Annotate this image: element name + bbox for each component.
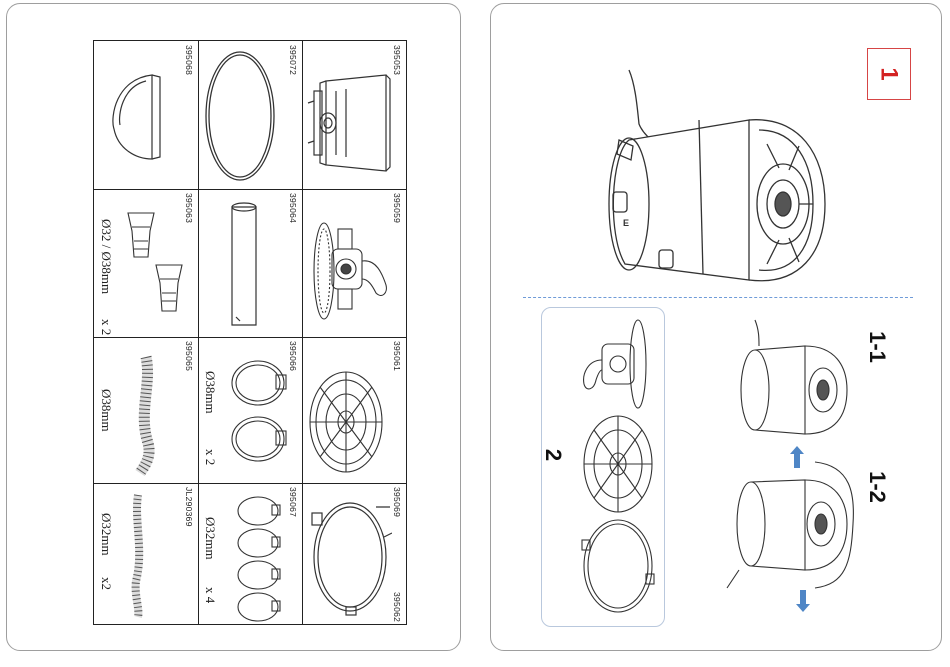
tank-marking: E — [623, 218, 629, 228]
parts-list-panel: 395053 395059 — [6, 3, 461, 651]
step-1-2-tank-illustration — [725, 454, 857, 604]
part-code: 395068 — [184, 45, 194, 75]
step-2-label: 2 — [540, 449, 566, 461]
step-1-1-label: 1-1 — [864, 331, 890, 363]
part-code: 395062 — [392, 592, 402, 622]
clamp-ring-illustration — [306, 493, 392, 617]
step-1-1-tank-illustration — [735, 316, 855, 440]
diameter-label: Ø38mm — [202, 371, 218, 414]
part-cell-395053: 395053 — [302, 41, 406, 189]
part-cell-395059: 395059 — [302, 189, 406, 337]
hose-32mm-illustration — [124, 491, 154, 621]
o-ring-illustration — [202, 47, 280, 185]
step-number: 1 — [875, 67, 903, 80]
part-cell-395067: 395067 Ø32mm x 4 — [198, 483, 302, 626]
hose-clamp-32mm-illustration — [224, 493, 290, 623]
part-code: JL290369 — [184, 487, 194, 527]
diameter-label: Ø38mm — [98, 389, 114, 432]
valve-illustration — [578, 314, 658, 414]
step-1-2-label: 1-2 — [864, 471, 890, 503]
assembly-steps-panel: 1 E 1-1 — [490, 3, 942, 651]
arrow-down-icon — [795, 588, 811, 614]
parts-column: 395072 395064 — [198, 41, 302, 624]
parts-table: 395053 395059 — [93, 40, 407, 625]
part-cell-395063: 395063 Ø32 / Ø38mm x 2 — [94, 189, 198, 337]
part-code: 395065 — [184, 341, 194, 371]
part-code: 395072 — [288, 45, 298, 75]
part-cell-395066: 395066 Ø38mm x 2 — [198, 337, 302, 483]
quantity-label: x 2 — [98, 319, 114, 335]
clamp-ring-illustration — [578, 514, 658, 618]
part-code: 395061 — [392, 341, 402, 371]
valve-illustration — [306, 209, 394, 333]
part-cell-395064: 395064 — [198, 189, 302, 337]
part-cell-JL290369: JL290369 Ø32mm x2 — [94, 483, 198, 626]
part-code: 395069 — [392, 487, 402, 517]
hose-38mm-illustration — [128, 353, 164, 477]
section-divider — [523, 297, 913, 298]
part-cell-395068: 395068 — [94, 41, 198, 189]
quantity-label: x2 — [98, 577, 114, 590]
step-number-badge: 1 — [867, 48, 911, 100]
strainer-grid-illustration — [578, 412, 658, 516]
diameter-label: Ø32mm — [202, 517, 218, 560]
filter-tank-illustration — [599, 64, 839, 289]
pipe-illustration — [218, 201, 268, 331]
part-code: 395064 — [288, 193, 298, 223]
parts-column: 395053 395059 — [302, 41, 406, 624]
strainer-grid-illustration — [306, 367, 386, 477]
step-2-parts-group — [541, 307, 665, 627]
parts-column: 395068 395063 — [94, 41, 198, 624]
part-cell-395072: 395072 — [198, 41, 302, 189]
part-cell-395065: 395065 Ø38mm — [94, 337, 198, 483]
part-cell-395061: 395061 — [302, 337, 406, 483]
hose-clamp-38mm-illustration — [224, 355, 290, 467]
part-cell-395069: 395069 395062 — [302, 483, 406, 626]
diameter-label: Ø32 / Ø38mm — [98, 219, 114, 294]
tank-body-illustration — [306, 61, 396, 181]
quantity-label: x 2 — [202, 449, 218, 465]
cap-illustration — [106, 69, 166, 165]
quantity-label: x 4 — [202, 587, 218, 603]
diameter-label: Ø32mm — [98, 513, 114, 556]
adapter-illustration — [120, 207, 186, 319]
